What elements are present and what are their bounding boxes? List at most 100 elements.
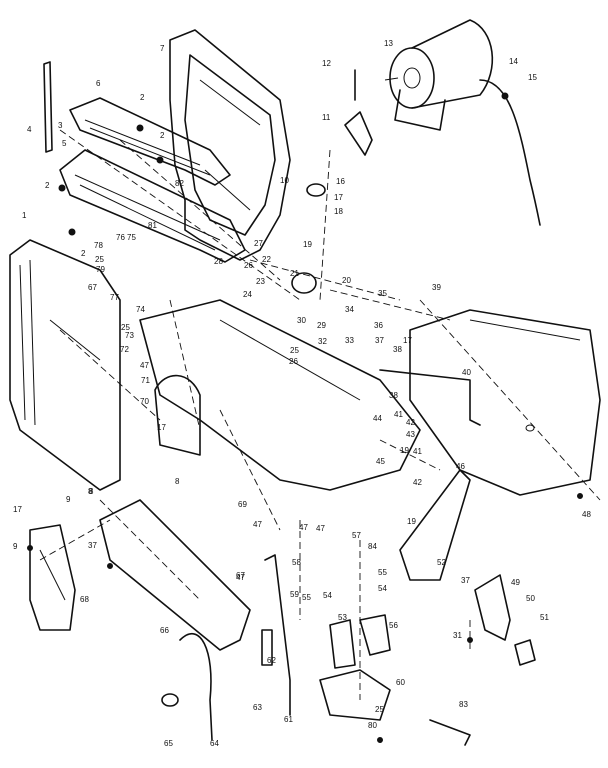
callout-label: 18 [334, 207, 343, 216]
callout-label: 2 [160, 131, 165, 140]
callout-label: 47 [236, 573, 245, 582]
callout-label: 2 [81, 249, 86, 258]
callout-label: 43 [406, 430, 415, 439]
callout-label: 17 [403, 336, 412, 345]
callout-label: 46 [456, 462, 465, 471]
callout-label: 42 [406, 418, 415, 427]
callout-label: 80 [368, 721, 377, 730]
part-83-hex-key [429, 719, 471, 746]
part-61-lever [261, 554, 291, 716]
callout-label: 15 [528, 73, 537, 82]
callout-label: 28 [214, 257, 223, 266]
part-39-table [409, 309, 601, 496]
part-49-trunnion [474, 574, 536, 666]
callout-label: 26 [244, 261, 253, 270]
callout-label: 34 [345, 305, 354, 314]
callout-label: 84 [368, 542, 377, 551]
callout-label: 71 [141, 376, 150, 385]
part-20-knob [291, 272, 317, 294]
part-1-housing [9, 239, 121, 491]
callout-label: 61 [284, 715, 293, 724]
part-7-frame [169, 29, 291, 261]
part-70-blade-guard [154, 374, 201, 456]
callout-label: 79 [96, 265, 105, 274]
callout-label: 62 [267, 656, 276, 665]
callout-label: 8 [175, 477, 180, 486]
callout-layer: 1222234567889101112131415161718192021222… [13, 39, 591, 748]
callout-label: 16 [336, 177, 345, 186]
part-46-bracket [399, 469, 471, 581]
callout-label: 1 [22, 211, 27, 220]
callout-label: 32 [318, 337, 327, 346]
callout-label: 47 [299, 523, 308, 532]
callout-label: 47 [253, 520, 262, 529]
callout-label: 72 [120, 345, 129, 354]
callout-label: 73 [125, 331, 134, 340]
callout-label: 11 [322, 113, 331, 122]
callout-label: 49 [511, 578, 520, 587]
callout-label: 60 [396, 678, 405, 687]
callout-label: 83 [459, 700, 468, 709]
callout-label: 7 [160, 44, 165, 53]
callout-label: 76 [116, 233, 125, 242]
callout-label: 68 [80, 595, 89, 604]
callout-label: 53 [338, 613, 347, 622]
callout-label: 26 [289, 357, 298, 366]
callout-label: 40 [462, 368, 471, 377]
callout-label: 45 [376, 457, 385, 466]
callout-label: 19 [303, 240, 312, 249]
callout-label: 50 [526, 594, 535, 603]
callout-label: 38 [389, 391, 398, 400]
callout-label: 19 [407, 517, 416, 526]
callout-label: 38 [393, 345, 402, 354]
callout-label: 2 [45, 181, 50, 190]
callout-label: 27 [254, 239, 263, 248]
callout-label: 78 [94, 241, 103, 250]
part-16-nut [306, 183, 326, 197]
callout-label: 33 [345, 336, 354, 345]
callout-label: 9 [66, 495, 71, 504]
callout-label: 57 [352, 531, 361, 540]
callout-label: 25 [290, 346, 299, 355]
part-68-bracket [29, 524, 76, 631]
part-66-frame-bar [99, 499, 251, 651]
callout-label: 64 [210, 739, 219, 748]
callout-label: 23 [256, 277, 265, 286]
callout-label: 30 [297, 316, 306, 325]
callout-label: 47 [316, 524, 325, 533]
callout-label: 56 [389, 621, 398, 630]
callout-label: 35 [378, 289, 387, 298]
assembly-lines [39, 129, 601, 700]
callout-label: 42 [413, 478, 422, 487]
callout-label: 29 [317, 321, 326, 330]
callout-label: 66 [160, 626, 169, 635]
callout-label: 81 [148, 221, 157, 230]
callout-label: 21 [290, 269, 299, 278]
callout-label: 63 [253, 703, 262, 712]
callout-label: 14 [509, 57, 518, 66]
callout-label: 41 [394, 410, 403, 419]
callout-label: 22 [262, 255, 271, 264]
callout-label: 9 [13, 542, 18, 551]
callout-label: 17 [334, 193, 343, 202]
part-40-rod [379, 369, 481, 426]
callout-label: 8 [88, 487, 93, 496]
callout-label: 54 [323, 591, 332, 600]
callout-label: 17 [13, 505, 22, 514]
callout-label: 41 [413, 447, 422, 456]
part-lower-arm [59, 149, 246, 263]
fasteners [27, 92, 583, 743]
callout-label: 39 [432, 283, 441, 292]
callout-label: 55 [302, 593, 311, 602]
callout-label: 4 [27, 125, 32, 134]
callout-label: 6 [96, 79, 101, 88]
callout-label: 17 [157, 423, 166, 432]
callout-label: 70 [140, 397, 149, 406]
part-65-knob [161, 693, 179, 707]
callout-label: 3 [58, 121, 63, 130]
callout-label: 36 [374, 321, 383, 330]
callout-label: 44 [373, 414, 382, 423]
callout-label: 2 [140, 93, 145, 102]
